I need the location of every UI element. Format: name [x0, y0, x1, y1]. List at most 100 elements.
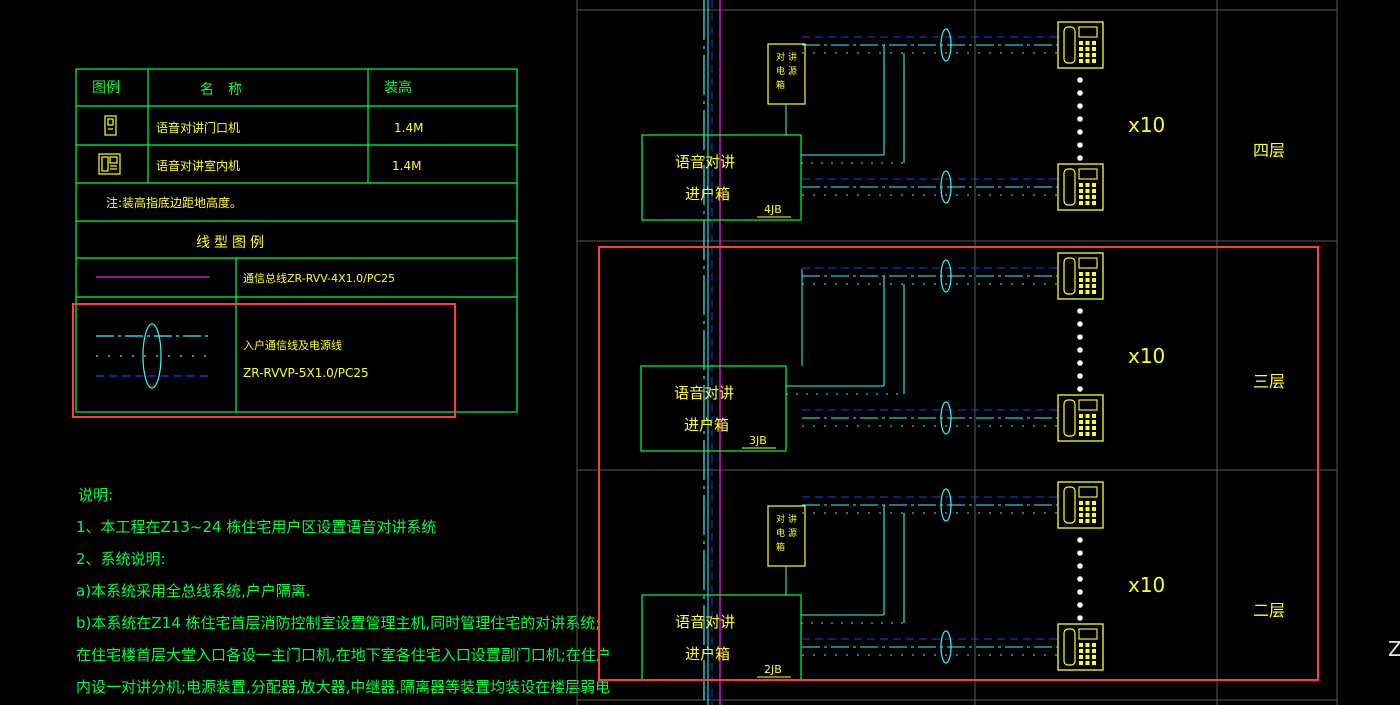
notes-line-1: 1、本工程在Z13~24 栋住宅用户区设置语音对讲系统 [76, 518, 436, 536]
entry-box-tag: 3JB [749, 434, 767, 447]
continuation-dot [1077, 155, 1083, 161]
continuation-dot [1077, 129, 1083, 135]
indoor-unit-icon [98, 153, 121, 175]
continuation-dot [1077, 334, 1083, 340]
home-cable-sample [96, 323, 210, 389]
continuation-dot [1077, 360, 1083, 366]
home-cable [802, 259, 1058, 293]
home-cable [802, 401, 1058, 435]
entry-box-title: 语音对讲 [675, 153, 735, 171]
legend-row1-name: 语音对讲门口机 [156, 120, 240, 135]
entry-box-subtitle: 进户箱 [685, 645, 730, 663]
power-supply-label: 对 [776, 51, 785, 63]
continuation-dot [1077, 576, 1083, 582]
indoor-unit-icon [1057, 394, 1104, 442]
cable-tie-mark [940, 259, 952, 293]
continuation-dot [1077, 602, 1083, 608]
legend-row2-name: 语音对讲室内机 [156, 158, 240, 173]
power-supply-label: 对 [776, 513, 785, 525]
floor-section: 语音对讲进户箱 4JB 对讲电源箱 x10 四层 [641, 21, 1285, 221]
legend-highlight-box [72, 303, 456, 418]
continuation-dot [1077, 373, 1083, 379]
power-supply-label: 讲 [788, 513, 797, 525]
cable-tie-mark [940, 488, 952, 522]
continuation-dot [1077, 347, 1083, 353]
continuation-dot [1077, 77, 1083, 83]
power-supply-label: 箱 [776, 79, 785, 91]
cable-tie-mark [940, 170, 952, 204]
entry-box-tag: 2JB [764, 663, 782, 676]
line-legend-bus-text: 通信总线ZR-RVV-4X1.0/PC25 [243, 271, 395, 285]
continuation-dot [1077, 90, 1083, 96]
riser-grid [576, 0, 1338, 705]
indoor-unit-icon [1057, 481, 1104, 529]
entry-box [640, 365, 787, 452]
power-supply-label: 源 [788, 528, 797, 539]
entry-box-title: 语音对讲 [674, 384, 734, 402]
notes-line-3: a)本系统采用全总线系统,户户隔离. [76, 582, 311, 600]
legend-note: 注:装高指底边距地高度。 [106, 195, 242, 210]
legend-header-height: 装高 [384, 79, 412, 96]
entry-box-subtitle: 进户箱 [684, 416, 729, 434]
unit-count: x10 [1128, 573, 1165, 597]
power-supply-label: 电 [776, 527, 785, 539]
floor-label: 二层 [1253, 601, 1285, 620]
line-legend-home-spec: ZR-RVVP-5X1.0/PC25 [243, 366, 369, 380]
floor-section: 语音对讲进户箱 2JB 对讲电源箱 x10 二层 [641, 481, 1285, 681]
indoor-unit-icon [1057, 163, 1104, 211]
power-supply-box [767, 505, 806, 567]
continuation-dot [1077, 116, 1083, 122]
entry-box-tag: 4JB [764, 203, 782, 216]
continuation-dot [1077, 563, 1083, 569]
cable-tie-mark [940, 28, 952, 62]
notes-block: 说明: 1、本工程在Z13~24 栋住宅用户区设置语音对讲系统 2、系统说明: … [76, 486, 611, 696]
notes-title: 说明: [78, 486, 113, 504]
floor-label: 四层 [1253, 141, 1285, 160]
power-supply-label: 讲 [788, 51, 797, 63]
power-supply-box [767, 43, 806, 105]
entry-box [641, 134, 802, 221]
indoor-unit-icon [1057, 252, 1104, 300]
continuation-dot [1077, 615, 1083, 621]
continuation-dot [1077, 142, 1083, 148]
continuation-dot [1077, 103, 1083, 109]
indoor-unit-icon [1057, 21, 1104, 69]
home-cable [802, 28, 1058, 62]
line-legend-home-text: 入户通信线及电源线 [243, 338, 342, 352]
cable-tie-mark [940, 401, 952, 435]
power-supply-label: 箱 [776, 541, 785, 553]
power-supply-label: 电 [776, 65, 785, 77]
continuation-dot [1077, 386, 1083, 392]
cable-tie-mark [940, 630, 952, 664]
line-legend-title: 线型图例 [196, 235, 268, 251]
notes-line-6: 内设一对讲分机;电源装置,分配器,放大器,中继器,隔离器等装置均装设在楼层弱电 [76, 678, 610, 696]
indoor-unit-icon [1057, 623, 1104, 671]
legend-table [75, 68, 518, 413]
continuation-dot [1077, 308, 1083, 314]
notes-line-4: b)本系统在Z14 栋住宅首层消防控制室设置管理主机,同时管理住宅的对讲系统; [76, 614, 600, 632]
legend-header-symbol: 图例 [92, 80, 120, 96]
home-cable [802, 488, 1058, 522]
entry-box-subtitle: 进户箱 [685, 185, 730, 203]
unit-count: x10 [1128, 113, 1165, 137]
legend-header-name: 名 称 [200, 82, 242, 98]
legend-row1-height: 1.4M [394, 121, 423, 135]
power-supply-label: 源 [788, 66, 797, 77]
edge-char: Z [1388, 637, 1400, 661]
continuation-dot [1077, 589, 1083, 595]
continuation-dot [1077, 537, 1083, 543]
legend-row2-height: 1.4M [392, 159, 421, 173]
unit-count: x10 [1128, 344, 1165, 368]
notes-line-2: 2、系统说明: [76, 550, 166, 568]
floor-label: 三层 [1253, 372, 1285, 391]
continuation-dot [1077, 550, 1083, 556]
entry-box-title: 语音对讲 [675, 613, 735, 631]
home-cable [802, 630, 1058, 664]
floor3-highlight-box [598, 246, 1319, 681]
home-cable [802, 170, 1058, 204]
door-station-icon [104, 115, 117, 136]
continuation-dot [1077, 321, 1083, 327]
notes-line-5: 在住宅楼首层大堂入口各设一主门口机,在地下室各住宅入口设置副门口机;在住户 [76, 646, 611, 664]
